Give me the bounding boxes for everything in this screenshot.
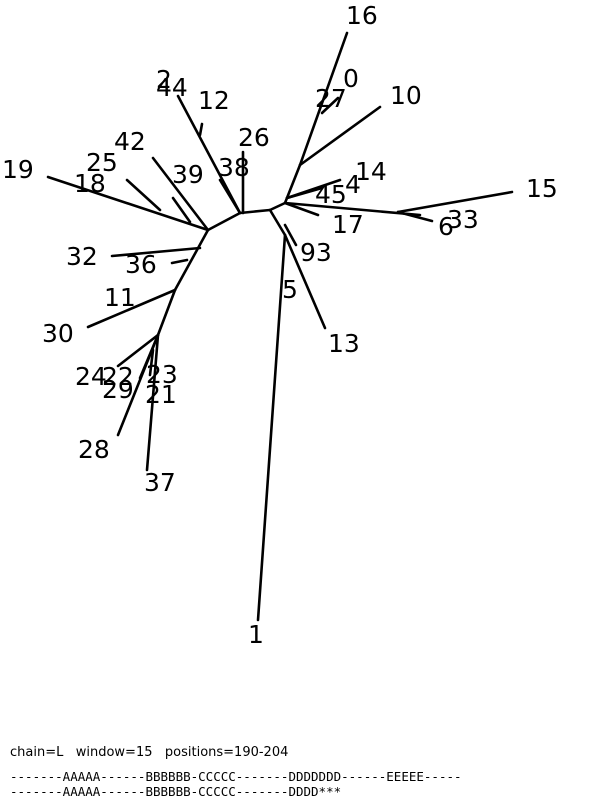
leaf-label-26: 26: [238, 123, 270, 152]
leaf-label-25: 25: [86, 148, 118, 177]
leaf-label-22: 22: [102, 362, 134, 391]
leaf-label-37: 37: [144, 468, 176, 497]
leaf-label-6: 6: [438, 212, 454, 241]
leaf-label-44: 44: [156, 73, 188, 102]
leaf-label-14: 14: [355, 157, 387, 186]
tree-branch-9: [396, 210, 434, 223]
tree-branch-25: [173, 228, 210, 292]
leaf-label-10: 10: [390, 81, 422, 110]
tree-branch-22: [46, 175, 210, 232]
leaf-label-17: 17: [332, 210, 364, 239]
tree-branch-33: [148, 348, 155, 377]
tree-branch-4: [298, 31, 349, 167]
tree-branch-19: [218, 178, 242, 215]
leaf-label-45: 45: [315, 180, 347, 209]
leaf-label-12: 12: [198, 86, 230, 115]
leaf-label-38: 38: [218, 153, 250, 182]
leaf-label-13: 13: [328, 329, 360, 358]
leaf-label-0: 0: [343, 64, 359, 93]
tree-branch-30: [170, 258, 189, 265]
tree-branch-10: [283, 201, 320, 217]
leaf-label-18: 18: [74, 169, 106, 198]
leaf-label-5: 5: [282, 275, 298, 304]
leaf-label-16: 16: [346, 1, 378, 30]
sequence-line-1: -------AAAAA------BBBBBB-CCCCC-------DDD…: [10, 769, 462, 784]
leaf-label-29: 29: [102, 375, 134, 404]
leaf-label-39: 39: [172, 160, 204, 189]
leaf-label-2: 2: [156, 65, 172, 94]
leaf-label-93: 93: [300, 238, 332, 267]
tree-branch-18: [198, 122, 204, 137]
tree-branch-23: [125, 178, 162, 212]
leaf-label-30: 30: [42, 319, 74, 348]
chain-window-info: chain=L window=15 positions=190-204: [10, 745, 289, 760]
leaf-label-33: 33: [447, 205, 479, 234]
tree-branch-21: [151, 156, 210, 232]
leaf-label-1: 1: [248, 620, 264, 649]
tree-branch-1: [238, 208, 272, 215]
tree-branch-0: [206, 211, 242, 232]
leaf-label-19: 19: [2, 155, 34, 184]
leaf-label-15: 15: [526, 174, 558, 203]
sequence-line-2: -------AAAAA------BBBBBB-CCCCC-------DDD…: [10, 784, 342, 799]
leaf-label-4: 4: [345, 170, 361, 199]
tree-branch-12: [285, 186, 324, 200]
tree-branch-2: [268, 201, 287, 212]
tree-branch-14: [256, 233, 287, 622]
tree-branch-34: [116, 333, 160, 437]
leaf-label-27: 27: [315, 84, 347, 113]
leaf-label-21: 21: [145, 380, 177, 409]
tree-branch-6: [320, 96, 340, 115]
leaf-label-36: 36: [125, 250, 157, 279]
leaf-label-28: 28: [78, 435, 110, 464]
leaf-label-24: 24: [75, 362, 107, 391]
tree-branch-8: [396, 190, 514, 214]
leaf-label-42: 42: [114, 127, 146, 156]
tree-branch-15: [283, 233, 327, 330]
tree-branch-27: [145, 333, 160, 472]
tree-branch-31: [116, 333, 160, 368]
leaf-label-32: 32: [66, 242, 98, 271]
leaf-label-11: 11: [104, 283, 136, 312]
tree-branch-28: [86, 288, 177, 329]
tree-branch-16: [283, 223, 298, 247]
leaf-label-23: 23: [146, 360, 178, 389]
tree-branch-13: [268, 208, 287, 237]
tree-branch-29: [110, 246, 202, 258]
tree-branch-26: [156, 288, 177, 337]
tree-branch-24: [171, 196, 192, 224]
tree-branch-5: [298, 105, 382, 167]
